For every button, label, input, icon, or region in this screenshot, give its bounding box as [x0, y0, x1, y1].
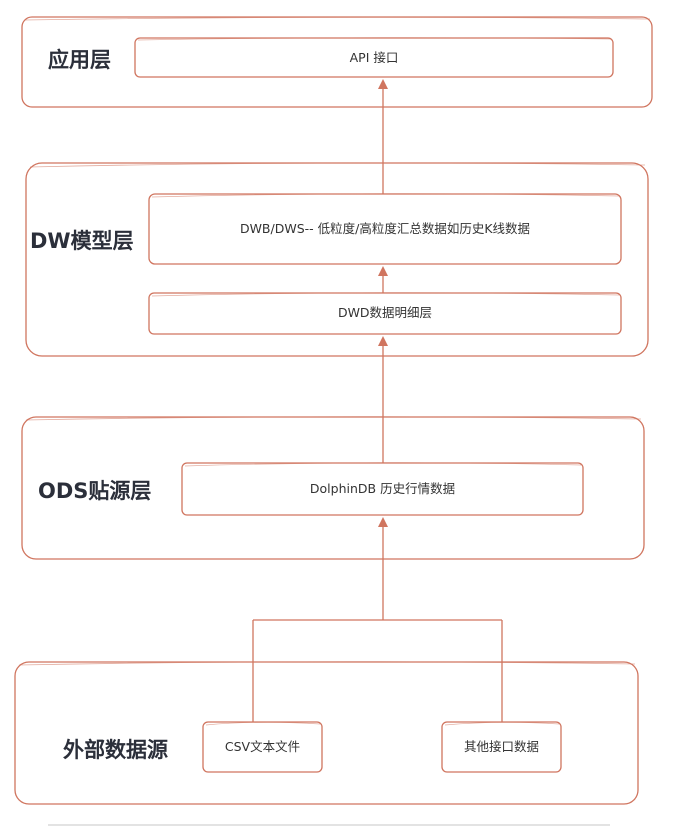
ext-layer-container	[14, 661, 639, 805]
dwb-box-label: DWB/DWS-- 低粒度/高粒度汇总数据如历史K线数据	[239, 221, 531, 236]
ods-layer-title: ODS贴源层	[38, 479, 152, 503]
dw-layer-title: DW模型层	[30, 229, 134, 253]
dolphindb-box-label: DolphinDB 历史行情数据	[309, 481, 456, 496]
app-layer-title: 应用层	[48, 48, 111, 72]
ext-layer-title: 外部数据源	[63, 738, 168, 762]
bottom-divider	[48, 824, 610, 826]
api-box-label: API 接口	[349, 50, 399, 65]
csv-box-label: CSV文本文件	[224, 739, 301, 754]
dwd-box-label: DWD数据明细层	[337, 305, 433, 320]
dw-layer-container	[25, 162, 649, 357]
other-box-label: 其他接口数据	[463, 739, 539, 754]
